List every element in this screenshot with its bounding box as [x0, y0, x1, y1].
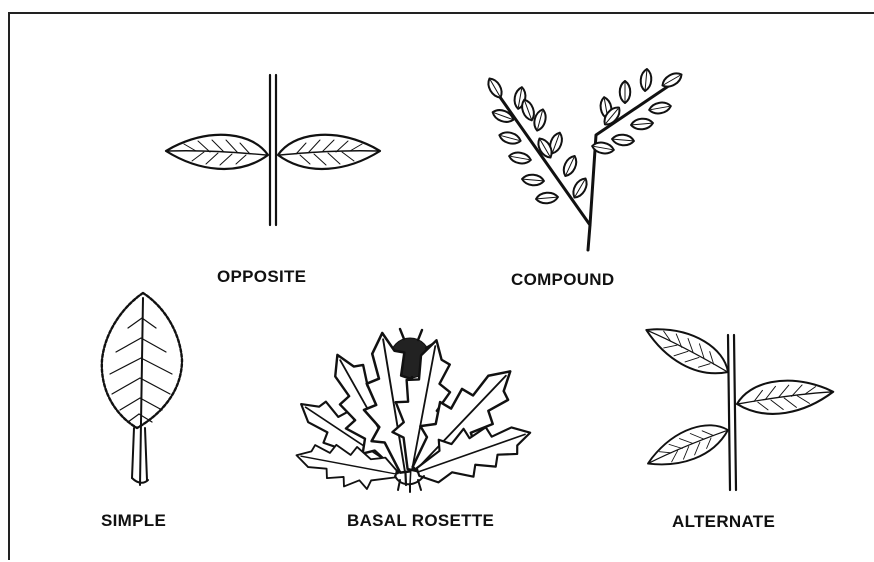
opposite-illustration [166, 75, 380, 225]
opposite-label: OPPOSITE [217, 267, 306, 287]
alternate-illustration [639, 317, 834, 490]
simple-illustration [102, 293, 182, 485]
alternate-label: ALTERNATE [672, 512, 775, 532]
basal-rosette-label: BASAL ROSETTE [347, 511, 494, 531]
compound-illustration [485, 69, 684, 250]
simple-label: SIMPLE [101, 511, 166, 531]
compound-label: COMPOUND [511, 270, 614, 290]
basal-rosette-illustration [287, 329, 537, 496]
